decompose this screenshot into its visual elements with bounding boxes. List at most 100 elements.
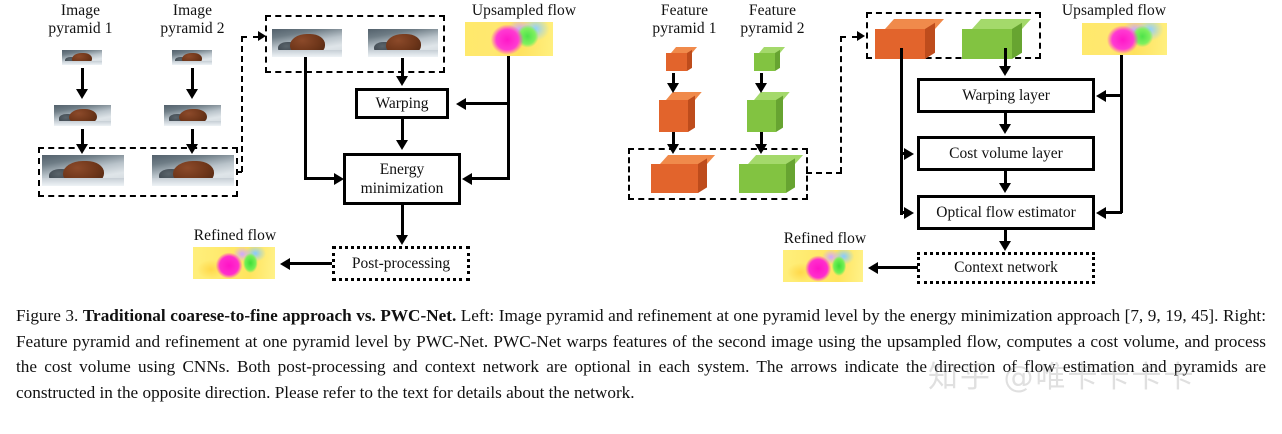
feature-pyramid-1-label: Feature pyramid 1 [652,2,717,37]
right-feedback-arrow-head [857,31,865,41]
right-working-features-group [866,12,1041,59]
cost-volume-layer-box[interactable]: Cost volume layer [917,136,1095,171]
feat1-to-ofe-head [904,207,914,219]
left-flow-to-warping-head [456,98,466,110]
post-processing-box-label: Post-processing [351,254,451,272]
feature-pyramid-2-level-1 [754,47,786,71]
warping-to-cost-head [999,124,1011,134]
context-network-box-label: Context network [954,259,1058,276]
img1-to-energy-horizontal [304,177,338,180]
figure-caption: Figure 3. Traditional coarese-to-fine ap… [16,303,1266,405]
left-feedback-dashed-vertical [241,36,243,172]
right-feedback-dashed-horizontal-bottom [806,172,842,174]
left-flow-to-energy-horizontal [472,177,509,180]
image-pyramid-1-level-1 [62,50,102,65]
optical-flow-estimator-box-label: Optical flow estimator [936,204,1076,221]
feat2-to-warping-head [999,66,1011,76]
left-feedback-arrow-head [258,31,266,41]
left-flow-to-warping-horizontal [466,102,509,105]
feature-pyramid-1-level-2 [659,92,702,132]
pyramid2-arrow-2-shaft [191,129,194,146]
post-to-refined-horizontal [290,262,332,265]
fpyramid2-arrow-1-head [755,83,767,93]
feature-pyramid-1-level-3 [651,155,716,193]
pyramid2-arrow-1-shaft [191,68,194,91]
image-pyramid-1-level-2 [54,105,111,126]
post-to-refined-head [280,258,290,270]
post-processing-box[interactable]: Post-processing [332,246,470,281]
right-working-feature-2 [962,19,1032,60]
energy-minimization-box[interactable]: Energy minimization [343,153,461,205]
img1-to-energy-head [334,173,344,185]
warping-box-label: Warping [375,95,429,112]
caption-prefix: Figure 3. [16,306,83,325]
energy-to-post-shaft [401,205,404,237]
image-pyramid-1-level-3 [42,155,124,186]
warping-layer-box[interactable]: Warping layer [917,78,1095,113]
feat1-to-cost-horizontal [900,152,906,155]
right-feedback-dashed-horizontal-top [840,36,858,38]
left-working-image-2 [368,29,438,57]
right-flow-to-ofe-horizontal [1106,211,1122,214]
image-pyramid-2-label: Image pyramid 2 [160,2,225,37]
fpyramid1-arrow-1-head [667,83,679,93]
left-flow-to-energy-head [462,173,472,185]
cost-to-ofe-shaft [1004,171,1007,184]
left-feedback-dashed-join [238,171,242,173]
pyramid1-arrow-2-head [76,144,88,154]
left-upsampled-flow-image [465,22,553,56]
warping-to-energy-head [396,140,408,150]
right-refined-flow-label: Refined flow [783,230,867,247]
ofe-to-context-shaft [1004,230,1007,242]
ofe-to-context-head [999,241,1011,251]
img2-to-warping-shaft [401,58,404,78]
left-working-image-1 [272,29,342,57]
optical-flow-estimator-box[interactable]: Optical flow estimator [917,195,1095,230]
feat1-rail-vertical [900,48,903,215]
pyramid2-arrow-2-head [186,144,198,154]
right-flow-rail-vertical [1120,55,1123,213]
caption-body: Left: Image pyramid and refinement at on… [16,306,1266,402]
feat2-to-warping-shaft [1004,48,1007,68]
img2-to-warping-head [396,76,408,86]
image-pyramid-level-group [38,147,238,197]
fpyramid2-arrow-2-shaft [760,132,763,146]
feat1-to-cost-head [904,148,914,160]
caption-bold-title: Traditional coarese-to-fine approach vs.… [82,306,457,325]
right-working-feature-1 [875,19,945,60]
left-upsampled-flow-label: Upsampled flow [471,2,577,19]
left-refined-flow-image [193,247,275,279]
figure-diagram: Image pyramid 1 Image pyramid 2 Upsample… [38,2,1167,284]
warping-to-cost-shaft [1004,113,1007,125]
image-pyramid-2-level-2 [164,105,221,126]
feature-pyramid-2-level-2 [747,92,790,132]
context-network-box[interactable]: Context network [917,252,1095,284]
warping-box[interactable]: Warping [355,88,449,119]
fpyramid1-arrow-2-shaft [672,132,675,146]
feature-pyramid-2-label: Feature pyramid 2 [740,2,805,37]
left-flow-rail-vertical [507,56,510,180]
context-to-refined-horizontal [878,266,918,269]
left-feedback-dashed-horizontal [241,36,259,38]
pyramid1-arrow-1-shaft [81,68,84,91]
img1-to-energy-vertical [304,57,307,179]
right-upsampled-flow-label: Upsampled flow [1061,2,1167,19]
energy-to-post-head [396,235,408,245]
fpyramid1-arrow-1-shaft [672,73,675,85]
warping-layer-box-label: Warping layer [962,87,1050,104]
pyramid2-arrow-1-head [186,89,198,99]
cost-to-ofe-head [999,183,1011,193]
image-pyramid-2-level-3 [152,155,234,186]
feat1-to-ofe-horizontal [900,211,906,214]
feature-pyramid-level-group [628,148,808,200]
right-feedback-dashed-vertical [840,36,842,173]
feature-pyramid-1-level-1 [666,47,698,71]
right-refined-flow-image [783,250,863,282]
feature-pyramid-2-level-3 [739,155,804,193]
right-upsampled-flow-image [1082,23,1167,55]
fpyramid2-arrow-1-shaft [760,73,763,85]
pyramid1-arrow-1-head [76,89,88,99]
context-to-refined-head [868,262,878,274]
cost-volume-layer-box-label: Cost volume layer [949,145,1063,162]
image-pyramid-2-level-1 [172,50,212,65]
